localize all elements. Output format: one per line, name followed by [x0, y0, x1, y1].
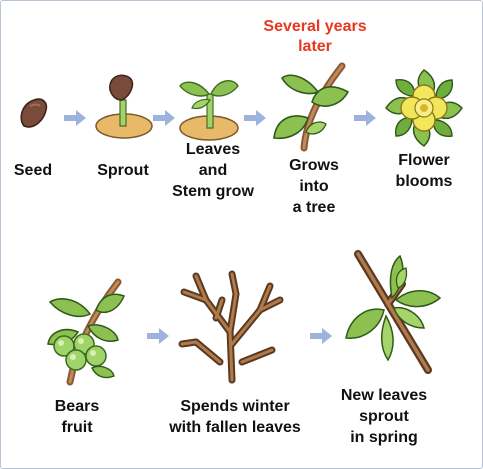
stage-label-flower: Flower blooms [384, 150, 464, 192]
flower-illustration [384, 68, 464, 148]
stage-label-leaves-stem: Leaves and Stem grow [162, 139, 264, 202]
stage-label-seed: Seed [2, 160, 64, 181]
arrow-icon [64, 110, 86, 126]
stage-label-sprout: Sprout [88, 160, 158, 181]
stage-label-line: with fallen leaves [169, 419, 301, 436]
arrow-icon [147, 328, 169, 344]
stage-label-line: Stem grow [172, 183, 254, 200]
arrow-icon [310, 328, 332, 344]
bare-branches-illustration [176, 270, 288, 384]
seedling-illustration [178, 72, 240, 142]
stage-label-line: Flower [398, 152, 450, 169]
stage-label-line: Seed [13, 162, 53, 179]
young-branch-illustration [270, 62, 350, 152]
spring-branch-illustration [336, 248, 446, 378]
stage-label-line: Leaves [185, 141, 241, 158]
seed-illustration [18, 96, 52, 130]
stage-label-line: Sprout [97, 162, 149, 179]
stage-label-line: in spring [350, 429, 418, 446]
time-note-line-1: Several years [263, 18, 367, 35]
stage-label-line: sprout [359, 408, 409, 425]
stage-label-line: a tree [292, 199, 336, 216]
arrow-icon [244, 110, 266, 126]
stage-label-line: Spends winter [180, 398, 290, 415]
stage-label-line: New leaves [340, 387, 428, 404]
time-note-line-2: later [298, 38, 332, 55]
stage-label-line: fruit [61, 419, 93, 436]
stage-label-fruit: Bears fruit [42, 396, 112, 438]
stage-label-line: into [299, 178, 329, 195]
stage-label-line: Grows [289, 157, 339, 174]
stage-label-line: and [198, 162, 228, 179]
fruit-branch-illustration [40, 278, 126, 386]
stage-label-line: blooms [395, 173, 453, 190]
time-note: Several years later [248, 17, 382, 57]
stage-label-winter: Spends winter with fallen leaves [160, 396, 310, 438]
stage-label-line: Bears [54, 398, 100, 415]
arrow-icon [354, 110, 376, 126]
sprout-illustration [94, 70, 154, 142]
stage-label-tree: Grows into a tree [278, 155, 350, 218]
stage-label-spring: New leaves sprout in spring [334, 385, 434, 448]
arrow-icon [153, 110, 175, 126]
